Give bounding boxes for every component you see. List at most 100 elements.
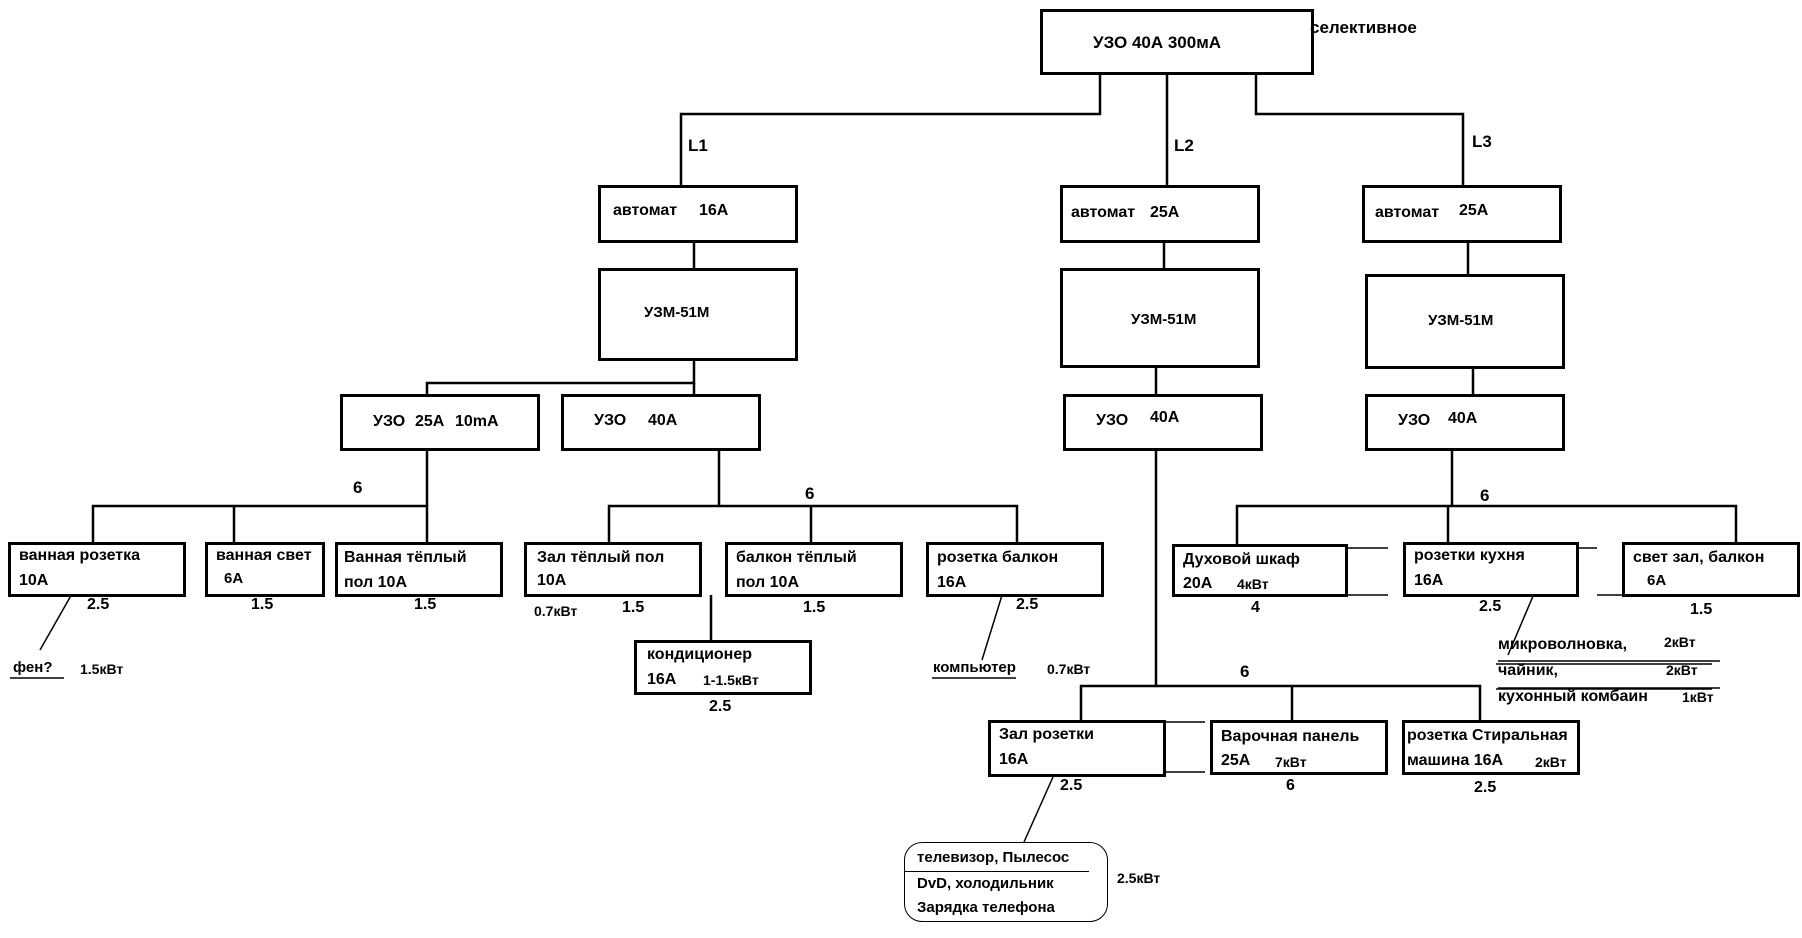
- l2-rcd-name: УЗО: [1096, 412, 1129, 429]
- cable-size: 1.5: [414, 596, 437, 613]
- l1-rcd-a-name: УЗО: [373, 413, 406, 430]
- circuit-power: 7кВт: [1275, 754, 1307, 770]
- l3-rcd-box: УЗО 40А: [1365, 394, 1565, 451]
- hairdryer-power: 1.5кВт: [80, 661, 124, 677]
- cable-size: 2.5: [1016, 596, 1039, 613]
- circuit-hall-sockets: Зал розетки 16А: [988, 720, 1166, 777]
- circuit-power: 4кВт: [1237, 576, 1269, 592]
- kitchen-load-name: кухонный комбаин: [1498, 688, 1648, 705]
- hall-load-item: DvD, холодильник: [917, 875, 1054, 892]
- circuit-balcony-socket: розетка балкон 16А: [926, 542, 1104, 597]
- l3-relay-label: УЗМ-51М: [1428, 312, 1494, 329]
- kitchen-load-name: микроволновка,: [1498, 636, 1628, 653]
- circuit-line1: розетка Стиральная: [1407, 727, 1568, 744]
- l3-breaker-rating: 25А: [1459, 202, 1489, 219]
- l1-rcd-a-rating: 25А: [415, 413, 445, 430]
- l2-rcd-box: УЗО 40А: [1063, 394, 1263, 451]
- l1-rcd-a-box: УЗО 25А 10mA: [340, 394, 540, 451]
- l3-relay-box: УЗМ-51М: [1365, 274, 1565, 369]
- l2-rcd-rating: 40А: [1150, 409, 1180, 426]
- cable-size: 1.5: [622, 599, 645, 616]
- l1-breaker-box: автомат 16А: [598, 185, 798, 243]
- circuit-oven: Духовой шкаф 20А 4кВт: [1172, 544, 1348, 597]
- hairdryer-name: фен?: [13, 659, 53, 676]
- circuit-line2: машина 16А: [1407, 752, 1504, 769]
- kitchen-load-name: чайник,: [1498, 662, 1558, 679]
- l1-rcd-b-box: УЗО 40А: [561, 394, 761, 451]
- circuit-line2: 10А: [19, 572, 49, 589]
- circuit-line2: 10А: [537, 572, 567, 589]
- circuit-line1: розетка балкон: [937, 549, 1059, 566]
- circuit-line1: розетки кухня: [1414, 547, 1525, 564]
- kitchen-load-power: 1кВт: [1682, 689, 1714, 705]
- main-rcd-label: УЗО 40А 300мА: [1093, 33, 1222, 52]
- l1-relay-box: УЗМ-51М: [598, 268, 798, 361]
- circuit-line1: Варочная панель: [1221, 728, 1360, 745]
- l1-breaker-rating: 16А: [699, 202, 729, 219]
- circuit-power: 0.7кВт: [534, 603, 578, 619]
- cable-size: 2.5: [1479, 598, 1502, 615]
- phase-l1-label: L1: [688, 136, 708, 155]
- kitchen-load-power: 2кВт: [1666, 662, 1698, 678]
- kitchen-load-power: 2кВт: [1664, 634, 1696, 650]
- hall-loads-divider: [905, 871, 1089, 872]
- cable-size: 4: [1251, 599, 1260, 616]
- cable-size: 2.5: [1474, 779, 1497, 796]
- circuit-line2: 20А: [1183, 575, 1213, 592]
- circuit-line2: 25А: [1221, 752, 1251, 769]
- circuit-line2: пол 10А: [736, 574, 799, 591]
- circuit-washing-machine: розетка Стиральная машина 16А 2кВт: [1402, 720, 1580, 775]
- main-rcd-box: УЗО 40А 300мА: [1040, 9, 1314, 75]
- hall-loads-power: 2.5кВт: [1117, 870, 1161, 886]
- l3-breaker-name: автомат: [1375, 204, 1440, 221]
- l1-rcd-b-rating: 40А: [648, 412, 678, 429]
- l3-rcd-name: УЗО: [1398, 412, 1431, 429]
- wire-l3: [1254, 73, 1465, 185]
- kitchen-loads: микроволновка, 2кВт чайник, 2кВт кухонны…: [1498, 632, 1798, 712]
- l2-section-cable: 6: [1240, 662, 1250, 681]
- circuit-power: 2кВт: [1535, 754, 1567, 770]
- computer-name: компьютер: [933, 659, 1016, 676]
- wire-l1: [679, 73, 1102, 185]
- circuit-line1: свет зал, балкон: [1633, 549, 1765, 566]
- circuit-line1: Зал розетки: [999, 726, 1094, 743]
- circuit-bath-light: ванная свет 6А: [205, 542, 325, 597]
- circuit-line2: 16А: [999, 751, 1029, 768]
- circuit-line1: Духовой шкаф: [1183, 551, 1300, 568]
- phase-l2-label: L2: [1174, 136, 1194, 155]
- l2-breaker-name: автомат: [1071, 204, 1136, 221]
- hall-loads-box: телевизор, Пылесос DvD, холодильник Заря…: [904, 842, 1108, 922]
- cable-size: 2.5: [87, 596, 110, 613]
- hall-load-item: телевизор, Пылесос: [917, 849, 1070, 866]
- circuit-line1: балкон тёплый: [736, 549, 857, 566]
- l3-section-cable: 6: [1480, 486, 1490, 505]
- l2-relay-box: УЗМ-51М: [1060, 268, 1260, 368]
- circuit-line2: 6А: [224, 570, 244, 587]
- circuit-hob: Варочная панель 25А 7кВт: [1210, 720, 1388, 775]
- circuit-line1: Зал тёплый пол: [537, 549, 665, 566]
- circuit-line1: Ванная тёплый: [344, 549, 467, 566]
- circuit-line2: 16А: [1414, 572, 1444, 589]
- cable-size: 1.5: [803, 599, 826, 616]
- l1-section-b-cable: 6: [805, 484, 815, 503]
- cable-size: 2.5: [1060, 777, 1083, 794]
- conditioner-power: 1-1.5кВт: [703, 672, 759, 688]
- computer-power: 0.7кВт: [1047, 661, 1091, 677]
- cable-size: 6: [1286, 777, 1295, 794]
- circuit-hall-floor: Зал тёплый пол 10А: [524, 542, 702, 597]
- conditioner-rating: 16А: [647, 671, 677, 688]
- l3-breaker-box: автомат 25А: [1362, 185, 1562, 243]
- hall-load-item: Зарядка телефона: [917, 899, 1055, 916]
- cable-size: 2.5: [709, 698, 732, 715]
- l2-relay-label: УЗМ-51М: [1131, 311, 1197, 328]
- circuit-balcony-floor: балкон тёплый пол 10А: [725, 542, 903, 597]
- l1-breaker-name: автомат: [613, 202, 678, 219]
- circuit-bath-socket: ванная розетка 10А: [8, 542, 186, 597]
- l2-breaker-box: автомат 25А: [1060, 185, 1260, 243]
- l2-breaker-rating: 25А: [1150, 204, 1180, 221]
- l1-relay-label: УЗМ-51М: [644, 304, 710, 321]
- l3-rcd-rating: 40А: [1448, 410, 1478, 427]
- main-rcd-note: селективное: [1310, 18, 1417, 37]
- circuit-line1: ванная розетка: [19, 547, 141, 564]
